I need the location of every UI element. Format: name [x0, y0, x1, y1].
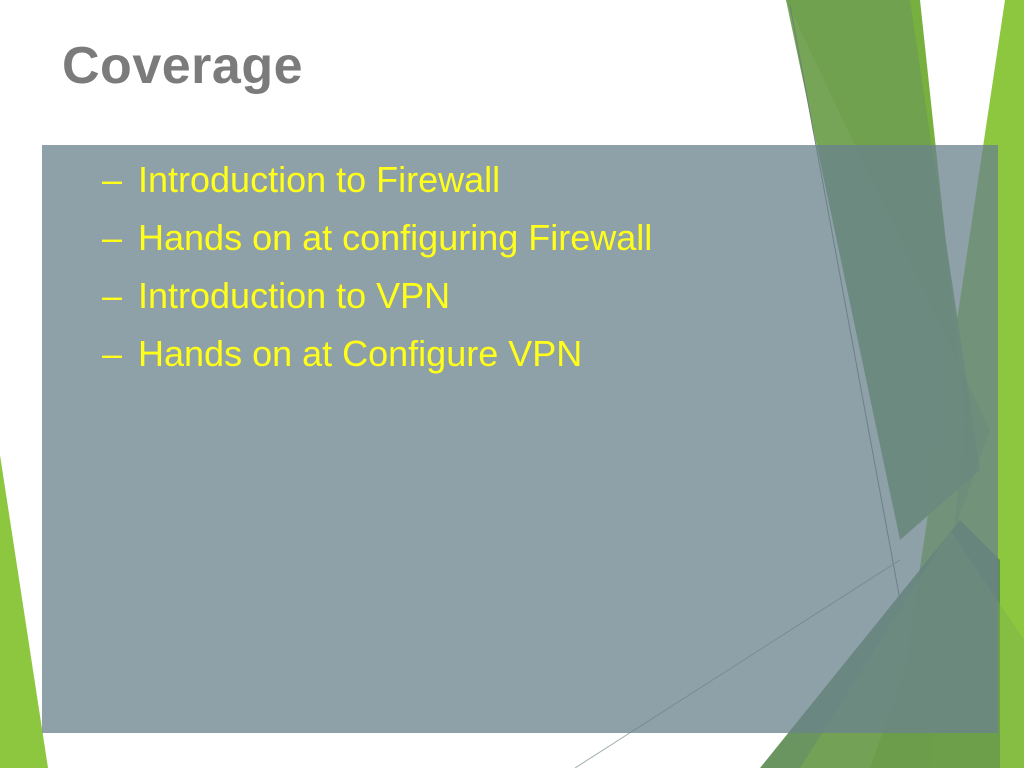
bullet-dash: – — [102, 275, 123, 316]
list-item: –Hands on at configuring Firewall — [102, 209, 652, 267]
slide-title: Coverage — [62, 37, 303, 95]
content-box: –Introduction to Firewall –Hands on at c… — [42, 145, 998, 733]
list-item-text: Introduction to Firewall — [138, 159, 501, 200]
bullet-dash: – — [102, 217, 123, 258]
list-item-text: Introduction to VPN — [138, 275, 451, 316]
list-item: –Introduction to Firewall — [102, 151, 652, 209]
list-item-text: Hands on at configuring Firewall — [138, 217, 653, 258]
list-item: –Introduction to VPN — [102, 267, 652, 325]
list-item: –Hands on at Configure VPN — [102, 325, 652, 383]
bullet-dash: – — [102, 333, 123, 374]
bullet-dash: – — [102, 159, 123, 200]
left-green-shape — [0, 455, 48, 768]
list-item-text: Hands on at Configure VPN — [138, 333, 583, 374]
coverage-list: –Introduction to Firewall –Hands on at c… — [102, 151, 652, 383]
